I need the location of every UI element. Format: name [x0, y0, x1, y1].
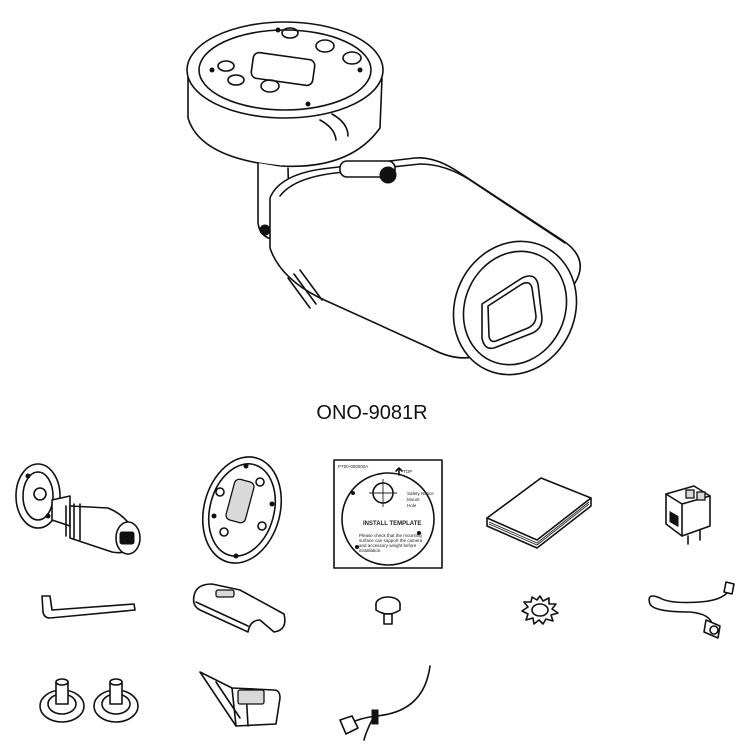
model-label: ONO-9081R — [316, 402, 428, 424]
waterproof-cap-icon — [199, 671, 281, 727]
cable-grommet-icon — [39, 678, 139, 723]
bnc-cable-icon — [648, 581, 735, 639]
camera-main-icon — [186, 21, 582, 376]
template-footer-2: surface can support the camera — [359, 538, 423, 543]
user-manual-icon — [486, 477, 592, 549]
template-note-2: Mount — [407, 497, 420, 502]
install-template-icon: PT00-000000A TOP Safety Notice Mount Hol… — [333, 459, 443, 569]
template-title: INSTALL TEMPLATE — [363, 521, 421, 527]
template-footer-4: installation. — [359, 548, 382, 553]
template-note-1: Safety Notice — [407, 491, 434, 496]
template-note-3: Hole — [407, 503, 417, 508]
camera-unit-icon — [15, 463, 141, 555]
mounting-plate-icon — [201, 456, 283, 564]
template-part-no: PT00-000000A — [338, 464, 368, 469]
screw-icon — [375, 596, 401, 625]
l-wrench-icon — [41, 595, 136, 619]
template-footer-1: Please check that the mounting — [359, 533, 422, 538]
lock-washer-icon — [521, 595, 559, 625]
terminal-block-icon — [665, 485, 711, 545]
ground-wire-icon — [339, 665, 431, 741]
sunshield-icon — [192, 583, 286, 633]
template-arrow-label: TOP — [403, 469, 412, 474]
template-footer-3: and accessory weight before — [359, 543, 417, 548]
